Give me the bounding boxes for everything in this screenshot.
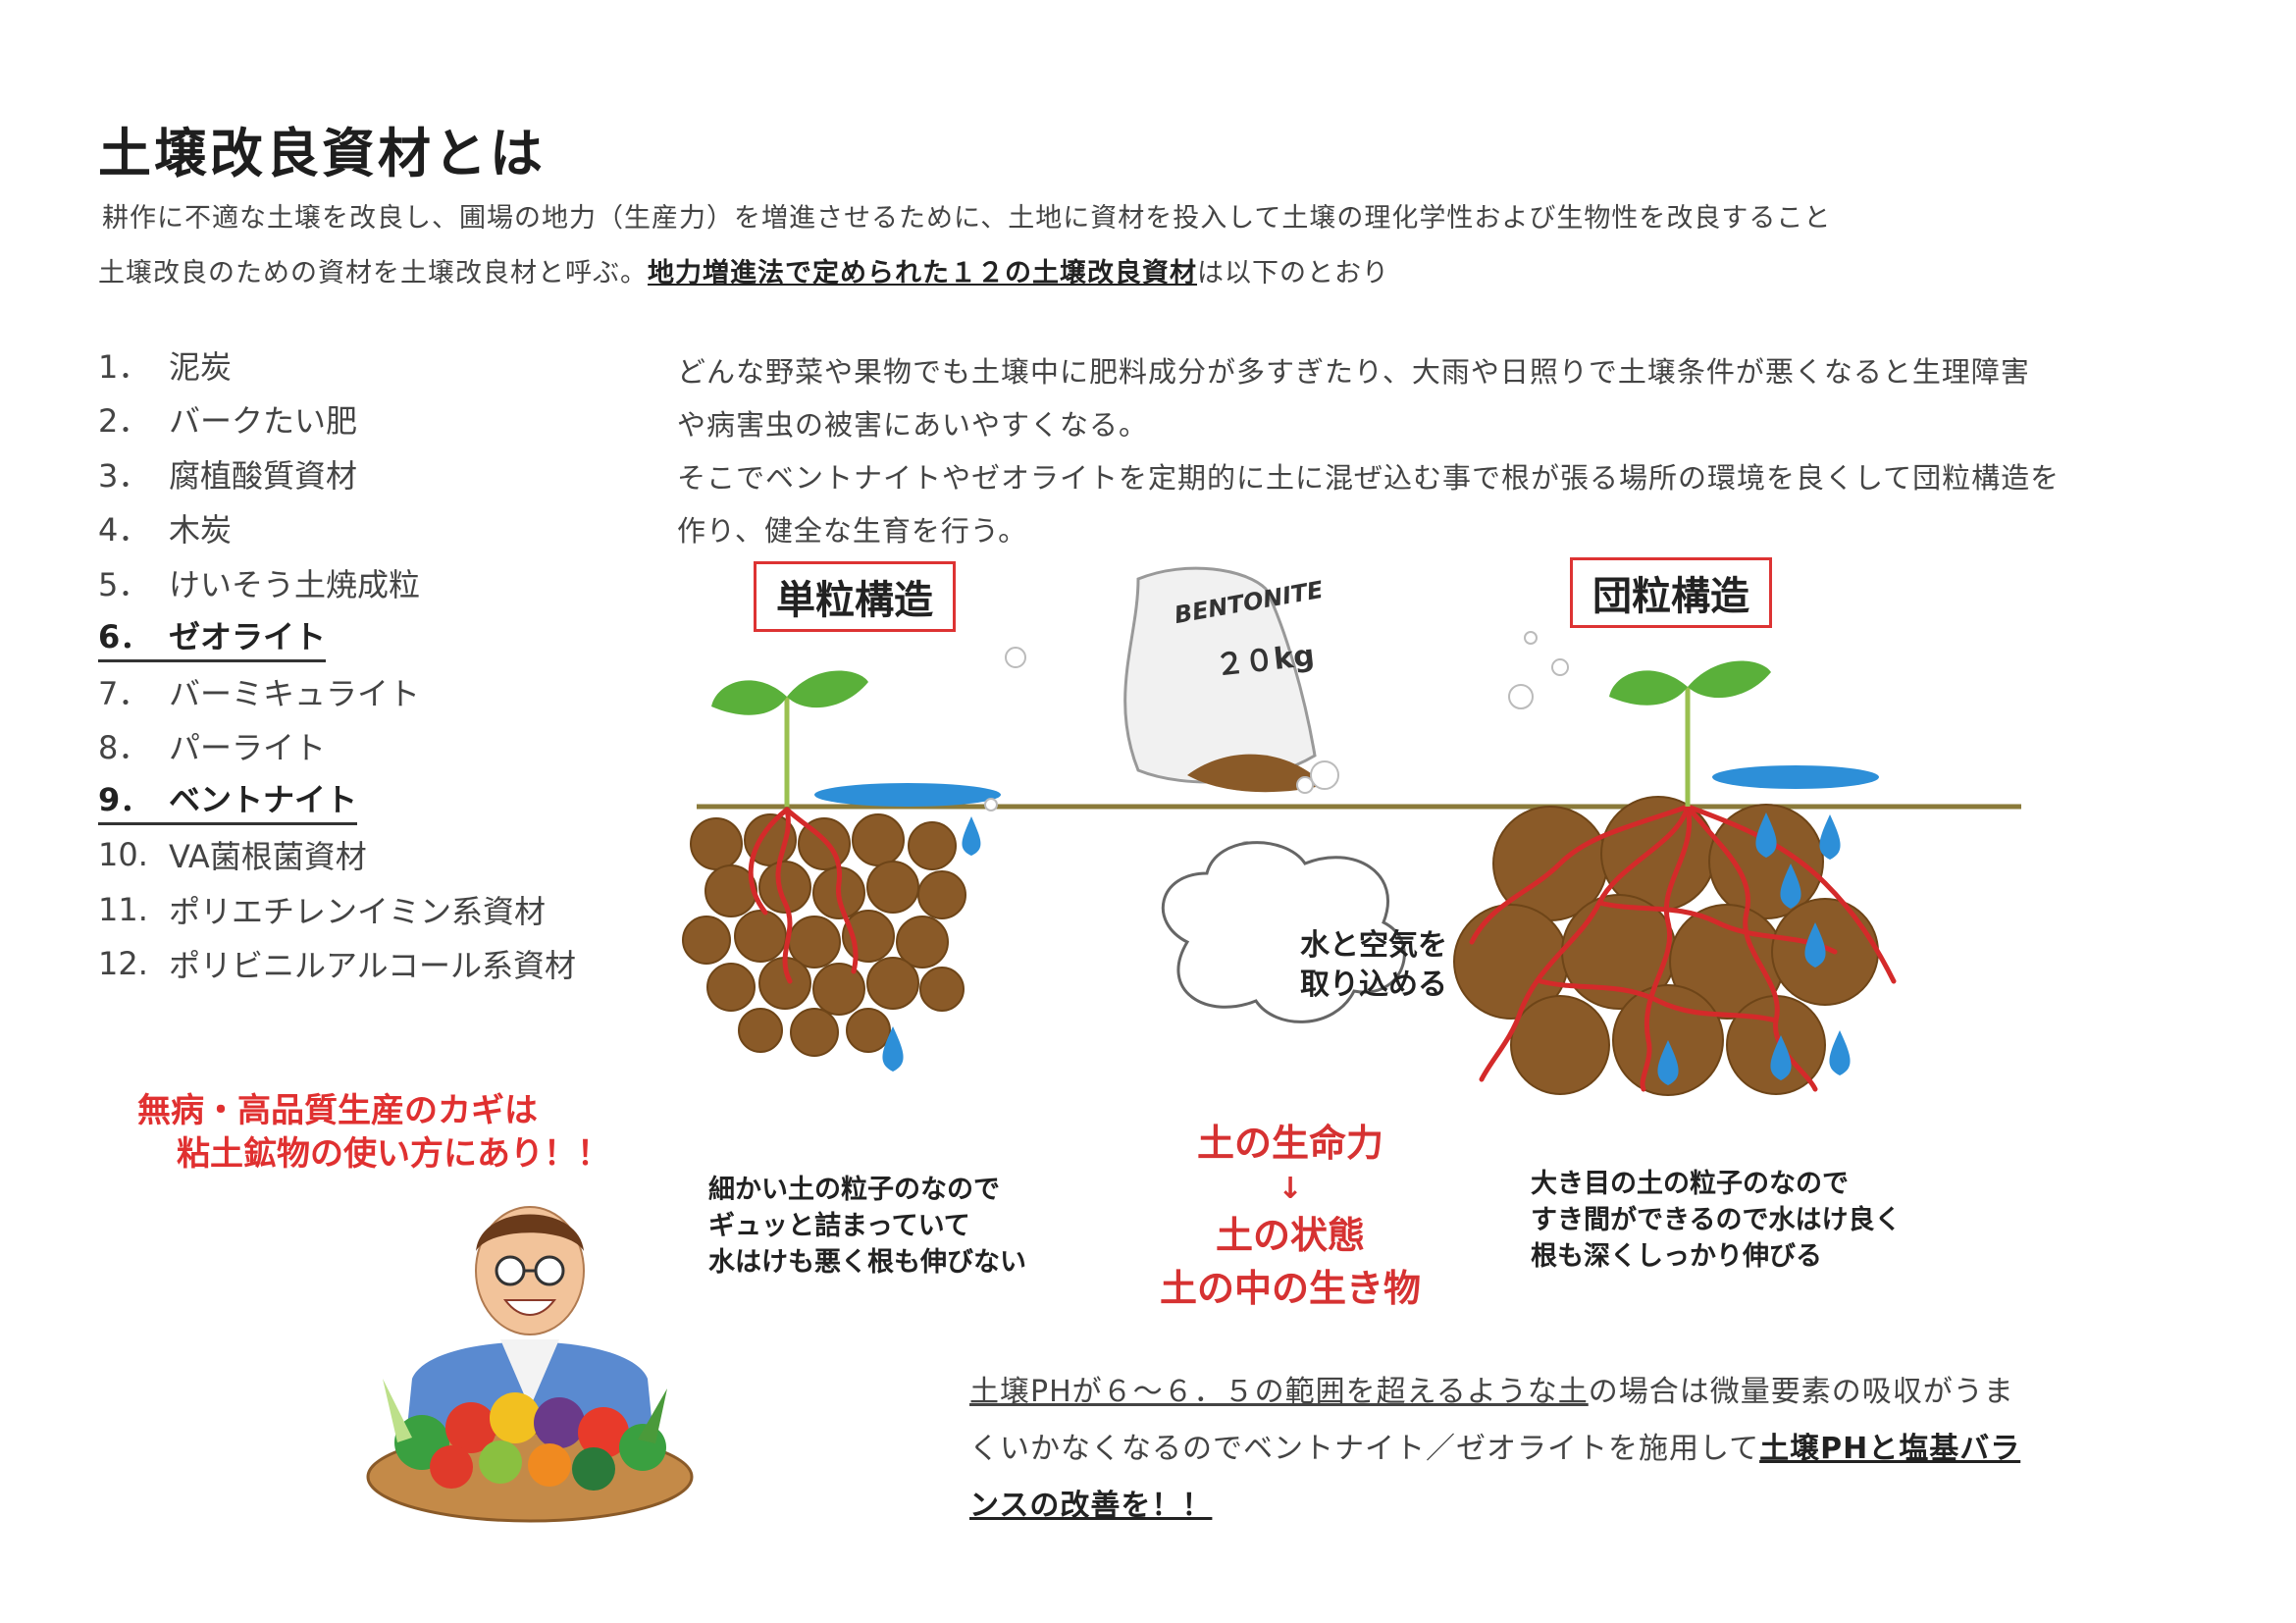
down-arrow-icon: ↓ — [1278, 1172, 1303, 1206]
list-item-number: 3． — [98, 456, 150, 495]
list-item: 12. ポリビニルアルコール系資材 — [98, 937, 576, 992]
list-item-highlighted: 6． ゼオライト — [98, 610, 576, 665]
cloud-caption-line: 取り込める — [1300, 968, 1447, 1002]
list-item: 8． パーライト — [98, 719, 576, 774]
puddle-left — [814, 783, 1001, 807]
soil-vitality-flow: 土の生命力 ↓ 土の状態 土の中の生き物 — [1138, 1117, 1442, 1315]
list-item: 2． バークたい肥 — [98, 393, 576, 447]
list-item-number: 1． — [98, 347, 150, 386]
list-item-highlighted: 9． ベントナイト — [98, 773, 576, 828]
list-item-number: 10. — [98, 836, 148, 874]
water-drops-right — [1657, 812, 1851, 1085]
aggregate-soil-particles — [1453, 796, 1879, 1096]
short-roots — [748, 807, 859, 984]
page-title: 土壌改良資材とは — [98, 123, 546, 184]
single-grain-description: 細かい土の粒子のなので ギュッと詰まっていて 水はけも悪く根も伸びない — [708, 1172, 1026, 1281]
list-item-label: ベントナイト — [169, 781, 358, 819]
list-item-number: 5． — [98, 565, 150, 603]
water-drop-icon — [882, 1026, 904, 1072]
description-line: ギュッと詰まっていて — [708, 1211, 970, 1241]
slogan: 無病・高品質生産のカギは 粘土鉱物の使い方にあり！！ — [137, 1089, 610, 1176]
list-item-label: ポリビニルアルコール系資材 — [169, 947, 577, 985]
paragraph-line: どんな野菜や果物でも土壌中に肥料成分が多すぎたり、大雨や日照りで土壌条件が悪くな… — [677, 355, 2030, 389]
description-line: 大き目の土の粒子のなので — [1531, 1169, 1849, 1199]
slogan-line: 粘土鉱物の使い方にあり！！ — [177, 1134, 610, 1174]
intro-line-2-pre: 土壌改良のための資材を土壌改良材と呼ぶ。 — [98, 258, 648, 288]
seedling-right-icon — [1609, 660, 1771, 807]
description-line: 細かい土の粒子のなので — [708, 1175, 1000, 1205]
list-item-number: 12. — [98, 945, 148, 983]
list-item-number: 2． — [98, 402, 150, 441]
list-item-label: 腐植酸質資材 — [169, 456, 358, 495]
cloud-caption: 水と空気を 取り込める — [1276, 926, 1472, 1005]
ph-advice-line: くいかなくなるのでベントナイト／ゼオライトを施用して土壌PHと塩基バラ — [969, 1421, 2117, 1478]
puddle-right — [1712, 765, 1879, 789]
list-item-label: 木炭 — [169, 511, 233, 550]
list-item-number: 8． — [98, 729, 150, 767]
ph-range-text: 土壌PHが６～６．５の範囲を超えるような土 — [969, 1375, 1589, 1409]
soil-structure-illustration — [682, 566, 2021, 1096]
list-item-number: 11. — [98, 890, 148, 928]
paragraph-line: 作り、健全な生育を行う。 — [677, 514, 1028, 548]
list-item: 5． けいそう土焼成粒 — [98, 555, 576, 610]
list-item-label: ポリエチレンイミン系資材 — [169, 892, 547, 930]
description-line: 根も深くしっかり伸びる — [1531, 1241, 1822, 1272]
paragraph-line: そこでベントナイトやゼオライトを定期的に土に混ぜ込む事で根が張る場所の環境を良く… — [677, 461, 2061, 495]
list-item-label: バークたい肥 — [169, 402, 358, 441]
list-item: 10. VA菌根菌資材 — [98, 828, 576, 883]
air-cloud-icon — [1161, 841, 1406, 1023]
intro-line-2-post: は以下のとおり — [1197, 258, 1389, 288]
soil-vitality-title: 土の生命力 — [1196, 1122, 1383, 1165]
intro-line-2: 土壌改良のための資材を土壌改良材と呼ぶ。地力増進法で定められた１２の土壌改良資材… — [98, 251, 1389, 289]
intro-line-2-emphasis: 地力増進法で定められた１２の土壌改良資材 — [648, 258, 1197, 288]
list-item: 3． 腐植酸質資材 — [98, 446, 576, 501]
ph-advice-line: ンスの改善を！！ — [969, 1478, 2117, 1535]
list-item: 4． 木炭 — [98, 501, 576, 556]
list-item-label: 泥炭 — [169, 347, 233, 386]
water-drop-icon — [962, 816, 981, 856]
intro-line-1: 耕作に不適な土壌を改良し、圃場の地力（生産力）を増進させるために、土地に資材を投… — [102, 203, 1832, 234]
list-item-label: VA菌根菌資材 — [169, 838, 367, 876]
paragraph-line: や病害虫の被害にあいやすくなる。 — [677, 408, 1149, 442]
list-item-number: 4． — [98, 511, 150, 550]
cloud-caption-line: 水と空気を — [1300, 928, 1447, 963]
ph-advice-text: の場合は微量要素の吸収がうま — [1588, 1375, 2014, 1409]
list-item-number: 9． — [98, 781, 152, 819]
ph-advice-emphasis: 土壌PHと塩基バラ — [1759, 1432, 2021, 1466]
single-grain-structure-label: 単粒構造 — [754, 561, 956, 632]
ph-advice-line: 土壌PHが６～６．５の範囲を超えるような土の場合は微量要素の吸収がうま — [969, 1364, 2117, 1421]
small-soil-particles — [682, 813, 966, 1057]
list-item-number: 6． — [98, 617, 152, 655]
aggregate-structure-label: 団粒構造 — [1570, 557, 1772, 628]
list-item: 11. ポリエチレンイミン系資材 — [98, 882, 576, 937]
ph-advice-emphasis: ンスの改善を！！ — [969, 1489, 1213, 1523]
description-line: すき間ができるので水はけ良く — [1531, 1205, 1902, 1235]
aggregate-description: 大き目の土の粒子のなので すき間ができるので水はけ良く 根も深くしっかり伸びる — [1531, 1166, 1901, 1275]
ph-advice-paragraph: 土壌PHが６～６．５の範囲を超えるような土の場合は微量要素の吸収がうま くいかな… — [969, 1364, 2117, 1535]
bentonite-bag-icon — [1123, 566, 1325, 793]
seedling-left-icon — [711, 670, 868, 807]
soil-material-list: 1． 泥炭 2． バークたい肥 3． 腐植酸質資材 4． 木炭 5． けいそう土焼成粒 6… — [98, 338, 576, 991]
description-line: 水はけも悪く根も伸びない — [708, 1247, 1026, 1278]
list-item-label: バーミキュライト — [169, 674, 421, 712]
farmer-with-vegetables-illustration — [366, 1206, 694, 1523]
ph-advice-text: くいかなくなるのでベントナイト／ゼオライトを施用して — [969, 1432, 1760, 1466]
list-item: 7． バーミキュライト — [98, 664, 576, 719]
list-item: 1． 泥炭 — [98, 338, 576, 393]
explanation-paragraph: どんな野菜や果物でも土壌中に肥料成分が多すぎたり、大雨や日照りで土壌条件が悪くな… — [677, 345, 2129, 557]
list-item-number: 7． — [98, 674, 150, 712]
slogan-line: 無病・高品質生産のカギは — [137, 1091, 538, 1130]
soil-organisms-text: 土の中の生き物 — [1159, 1267, 1421, 1310]
list-item-label: ゼオライト — [169, 617, 327, 655]
list-item-label: けいそう土焼成粒 — [169, 565, 421, 603]
soil-condition-text: 土の状態 — [1215, 1214, 1365, 1257]
decorative-bubbles — [984, 631, 1569, 857]
list-item-label: パーライト — [169, 729, 327, 767]
